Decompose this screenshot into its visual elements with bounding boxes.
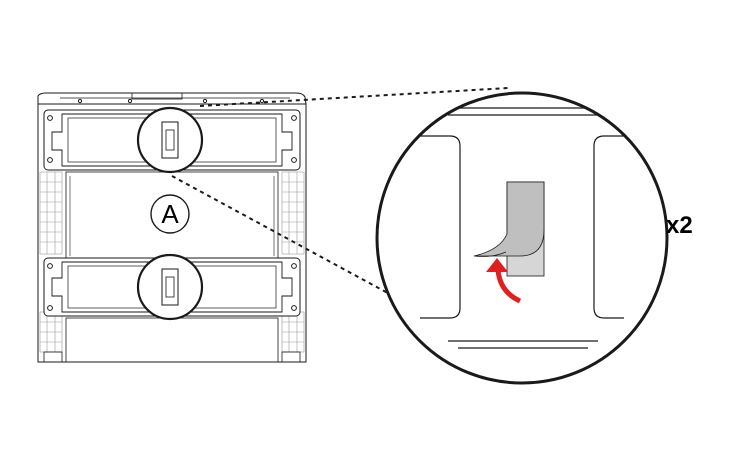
- callout-leader-lines: [171, 87, 509, 305]
- part-label-text: A: [161, 199, 179, 229]
- left-rail-grid: [39, 171, 63, 353]
- tape-highlight-bottom: [136, 253, 204, 321]
- quantity-label: x2: [666, 212, 693, 239]
- part-label-a: A: [150, 194, 190, 234]
- peel-arrow-icon: [486, 258, 522, 304]
- tape-highlight-top: [136, 106, 204, 174]
- adhesive-tape-icon: [473, 181, 545, 277]
